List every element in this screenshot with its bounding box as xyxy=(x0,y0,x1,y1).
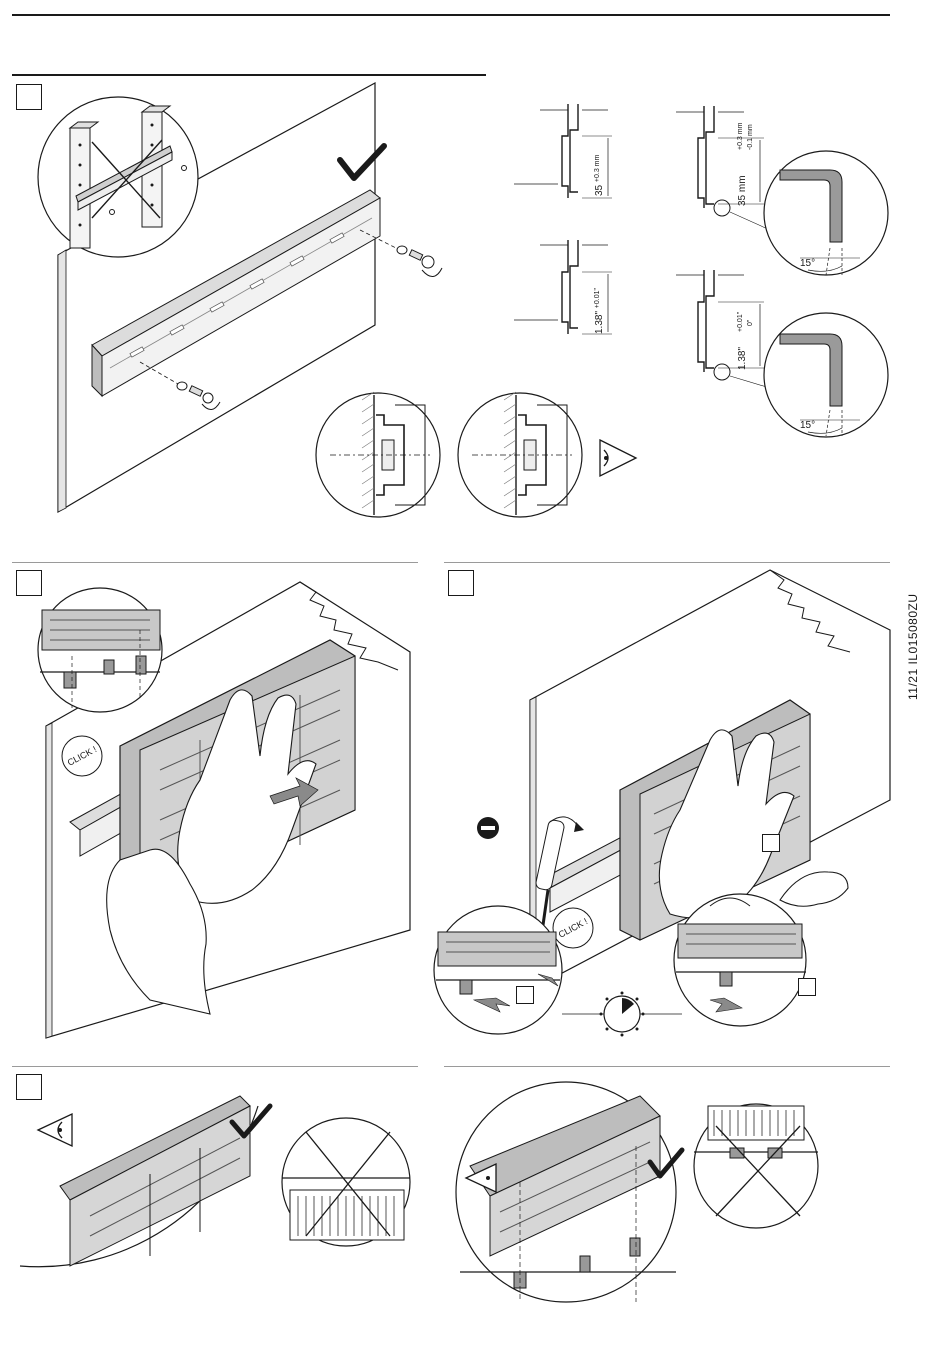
click-badge: CLICK ! xyxy=(553,908,593,948)
detail-correct-seated xyxy=(20,1096,270,1267)
detail-section-1 xyxy=(316,392,440,517)
substep-box-b xyxy=(516,986,534,1004)
svg-text:1.38" +0.01": 1.38" +0.01" xyxy=(594,287,605,334)
detail-correct-latched xyxy=(456,1082,682,1302)
svg-text:1.38": 1.38" xyxy=(737,347,748,370)
svg-text:+0.01": +0.01" xyxy=(737,311,744,332)
eye-icon xyxy=(38,1114,72,1146)
detail-rail-clip xyxy=(38,588,162,712)
svg-text:+0.3 mm: +0.3 mm xyxy=(737,122,744,150)
detail-unlatch xyxy=(434,906,562,1034)
step2-illustration: CLICK ! xyxy=(0,560,420,1060)
rail-profile-138-tolerance: 1.38" +0.01" 0" 15° xyxy=(676,270,888,437)
rail-profile-35: 35 +0.3 mm xyxy=(514,104,612,198)
stop-icon xyxy=(477,817,499,839)
svg-text:35 mm: 35 mm xyxy=(737,175,748,206)
step3-illustration: CLICK ! xyxy=(430,560,890,1060)
svg-text:-0.1 mm: -0.1 mm xyxy=(747,124,754,150)
svg-text:35 +0.3 mm: 35 +0.3 mm xyxy=(594,154,605,196)
substep-box-c xyxy=(798,978,816,996)
svg-text:0": 0" xyxy=(747,319,754,326)
step4-illustration xyxy=(0,1066,950,1360)
svg-text:15°: 15° xyxy=(800,420,815,431)
rail-profile-35-tolerance: 35 mm +0.3 mm -0.1 mm 15° xyxy=(676,106,888,275)
detail-lift xyxy=(674,894,806,1026)
eye-icon xyxy=(600,440,636,476)
svg-text:15°: 15° xyxy=(800,258,815,269)
detail-wrong-mounting xyxy=(38,97,198,257)
detail-wrong-latched xyxy=(694,1104,818,1228)
detail-section-2 xyxy=(458,392,582,517)
timer-icon xyxy=(562,992,682,1037)
detail-wrong-seated xyxy=(282,1118,410,1246)
step1-illustration: 35 +0.3 mm 1.38" +0.01" 35 mm +0.3 mm -0… xyxy=(0,0,950,560)
rail-profile-138: 1.38" +0.01" xyxy=(514,240,612,334)
substep-box-a xyxy=(762,834,780,852)
click-badge: CLICK ! xyxy=(62,736,102,776)
